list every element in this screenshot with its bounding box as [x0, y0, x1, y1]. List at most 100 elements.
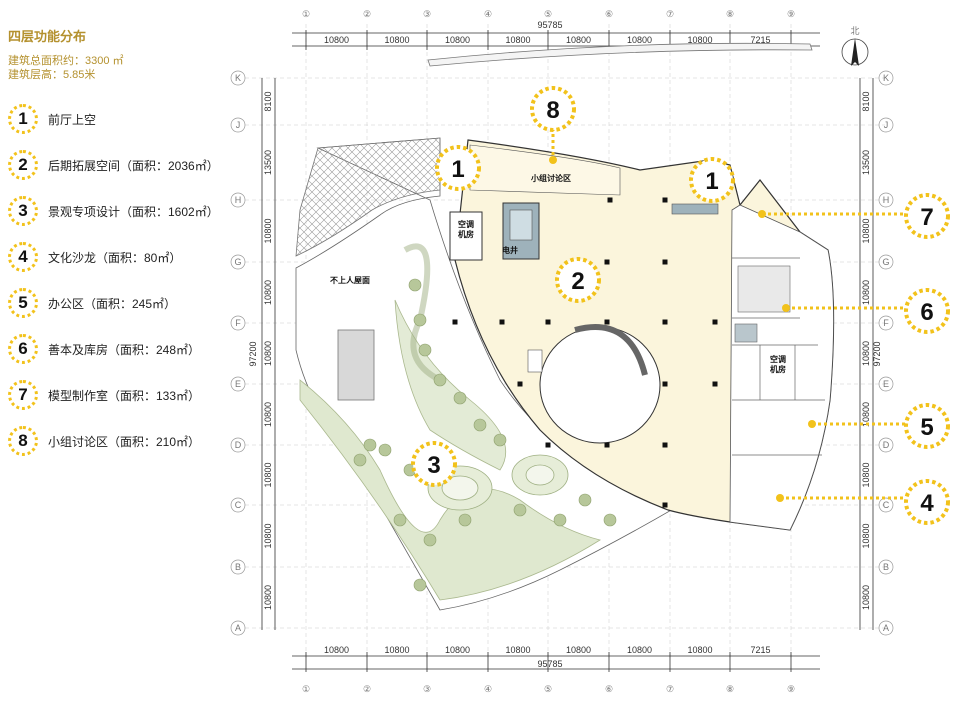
column-dimension-top: 7215	[750, 35, 770, 45]
structural-column	[607, 197, 613, 203]
structural-column	[517, 381, 523, 387]
callout-badge-ring	[530, 86, 576, 132]
ac-room-1-label-b: 机房	[458, 229, 474, 239]
legend-item-label: 办公区（面积：245㎡）	[48, 296, 177, 311]
grid-column-label-top: ①	[302, 9, 310, 19]
row-dimension-left: 10800	[263, 402, 273, 427]
column-dimension-bottom: 10800	[566, 645, 591, 655]
row-dimension-left: 10800	[263, 280, 273, 305]
grid-row-label-left: H	[235, 195, 242, 205]
structural-column	[452, 319, 458, 325]
grid-row-label-left: C	[235, 500, 242, 510]
callout-badge-ring	[435, 145, 481, 191]
structural-column	[712, 319, 718, 325]
stair-flights	[509, 209, 533, 241]
shaft-label: 电井	[502, 245, 518, 255]
legend-item-label: 文化沙龙（面积：80㎡）	[48, 250, 182, 265]
callout-number: 6	[920, 299, 933, 326]
structural-column	[604, 319, 610, 325]
row-dimension-left: 10800	[263, 462, 273, 487]
callout-number: 4	[920, 490, 934, 517]
grid-row-label-left: D	[235, 440, 242, 450]
canopy-outline	[427, 42, 813, 67]
north-arrow	[841, 38, 869, 66]
tree	[418, 343, 432, 357]
legend-item: 1 前厅上空	[8, 96, 258, 142]
row-dimension-right: 10800	[861, 341, 871, 366]
row-dimension-left: 13500	[263, 150, 273, 175]
grid-column-label-top: ②	[363, 9, 371, 19]
grid-row-label-right: J	[884, 120, 889, 130]
tree	[378, 443, 392, 457]
grid-row-label-right: E	[883, 379, 889, 389]
grid-column-label-top: ⑤	[544, 9, 552, 19]
tree	[453, 391, 467, 405]
tree	[493, 433, 507, 447]
legend-item: 3 景观专项设计（面积：1602㎡）	[8, 188, 258, 234]
legend-item-label: 景观专项设计（面积：1602㎡）	[48, 204, 219, 219]
legend-item-label: 小组讨论区（面积：210㎡）	[48, 434, 201, 449]
grid-row-label-left: E	[235, 379, 241, 389]
dimension-lines	[261, 32, 874, 670]
column-dimension-bottom: 10800	[324, 645, 349, 655]
tree	[353, 453, 367, 467]
grid-row-label-right: A	[883, 623, 889, 633]
callout-badge-ring	[904, 288, 950, 334]
legend-title: 四层功能分布	[8, 29, 87, 44]
grid-row-label-right: B	[883, 562, 889, 572]
callout-badge-ring	[904, 193, 950, 239]
ac-room-1-label: 空调	[458, 219, 474, 229]
structural-column	[604, 442, 610, 448]
atrium-void	[539, 326, 661, 444]
grid-row-label-left: G	[234, 257, 241, 267]
structural-column	[662, 502, 668, 508]
callout-badge-ring	[689, 157, 735, 203]
grid-column-label-bottom: ④	[484, 684, 492, 694]
grid-column-label-bottom: ①	[302, 684, 310, 694]
structural-column	[662, 197, 668, 203]
row-dimension-right: 10800	[861, 462, 871, 487]
legend-item-label: 前厅上空	[48, 112, 97, 127]
row-dimension-right: 10800	[861, 585, 871, 610]
legend-number-badge: 1	[8, 104, 38, 134]
column-dimension-bottom: 10800	[384, 645, 409, 655]
column-dimension-bottom: 7215	[750, 645, 770, 655]
grid-row-label-right: D	[883, 440, 890, 450]
total-depth-right: 97200	[872, 341, 882, 366]
legend-number-badge: 4	[8, 242, 38, 272]
row-dimension-left: 10800	[263, 523, 273, 548]
east-stair	[734, 323, 758, 343]
legend-number-badge: 3	[8, 196, 38, 226]
tree	[458, 513, 472, 527]
structural-columns	[452, 197, 718, 508]
ac-room-2-label: 空调	[770, 354, 786, 364]
callout-number: 8	[546, 97, 559, 124]
grid-column-label-top: ⑧	[726, 9, 734, 19]
grid-column-label-bottom: ⑤	[544, 684, 552, 694]
total-width-bottom: 95785	[537, 659, 562, 669]
grid-row-label-left: J	[236, 120, 241, 130]
column-dimension-bottom: 10800	[627, 645, 652, 655]
row-dimension-right: 8100	[861, 91, 871, 111]
grid-column-label-bottom: ②	[363, 684, 371, 694]
column-dimension-top: 10800	[505, 35, 530, 45]
tree	[423, 533, 437, 547]
legend-item-label: 后期拓展空间（面积：2036㎡）	[48, 158, 219, 173]
row-dimension-left: 10800	[263, 585, 273, 610]
discussion-area-label: 小组讨论区	[530, 173, 571, 183]
grid-row-label-right: G	[882, 257, 889, 267]
callout-badge-ring	[411, 441, 457, 487]
east-room-partitions	[732, 257, 825, 456]
landscape-trees	[353, 278, 617, 592]
grid-row-label-left: A	[235, 623, 241, 633]
column-dimension-top: 10800	[566, 35, 591, 45]
legend-number-badge: 6	[8, 334, 38, 364]
structural-column	[662, 259, 668, 265]
callout-anchors	[549, 156, 816, 502]
total-area-text: 建筑总面积约：3300 ㎡	[8, 55, 124, 67]
grid-column-label-top: ⑨	[787, 9, 795, 19]
